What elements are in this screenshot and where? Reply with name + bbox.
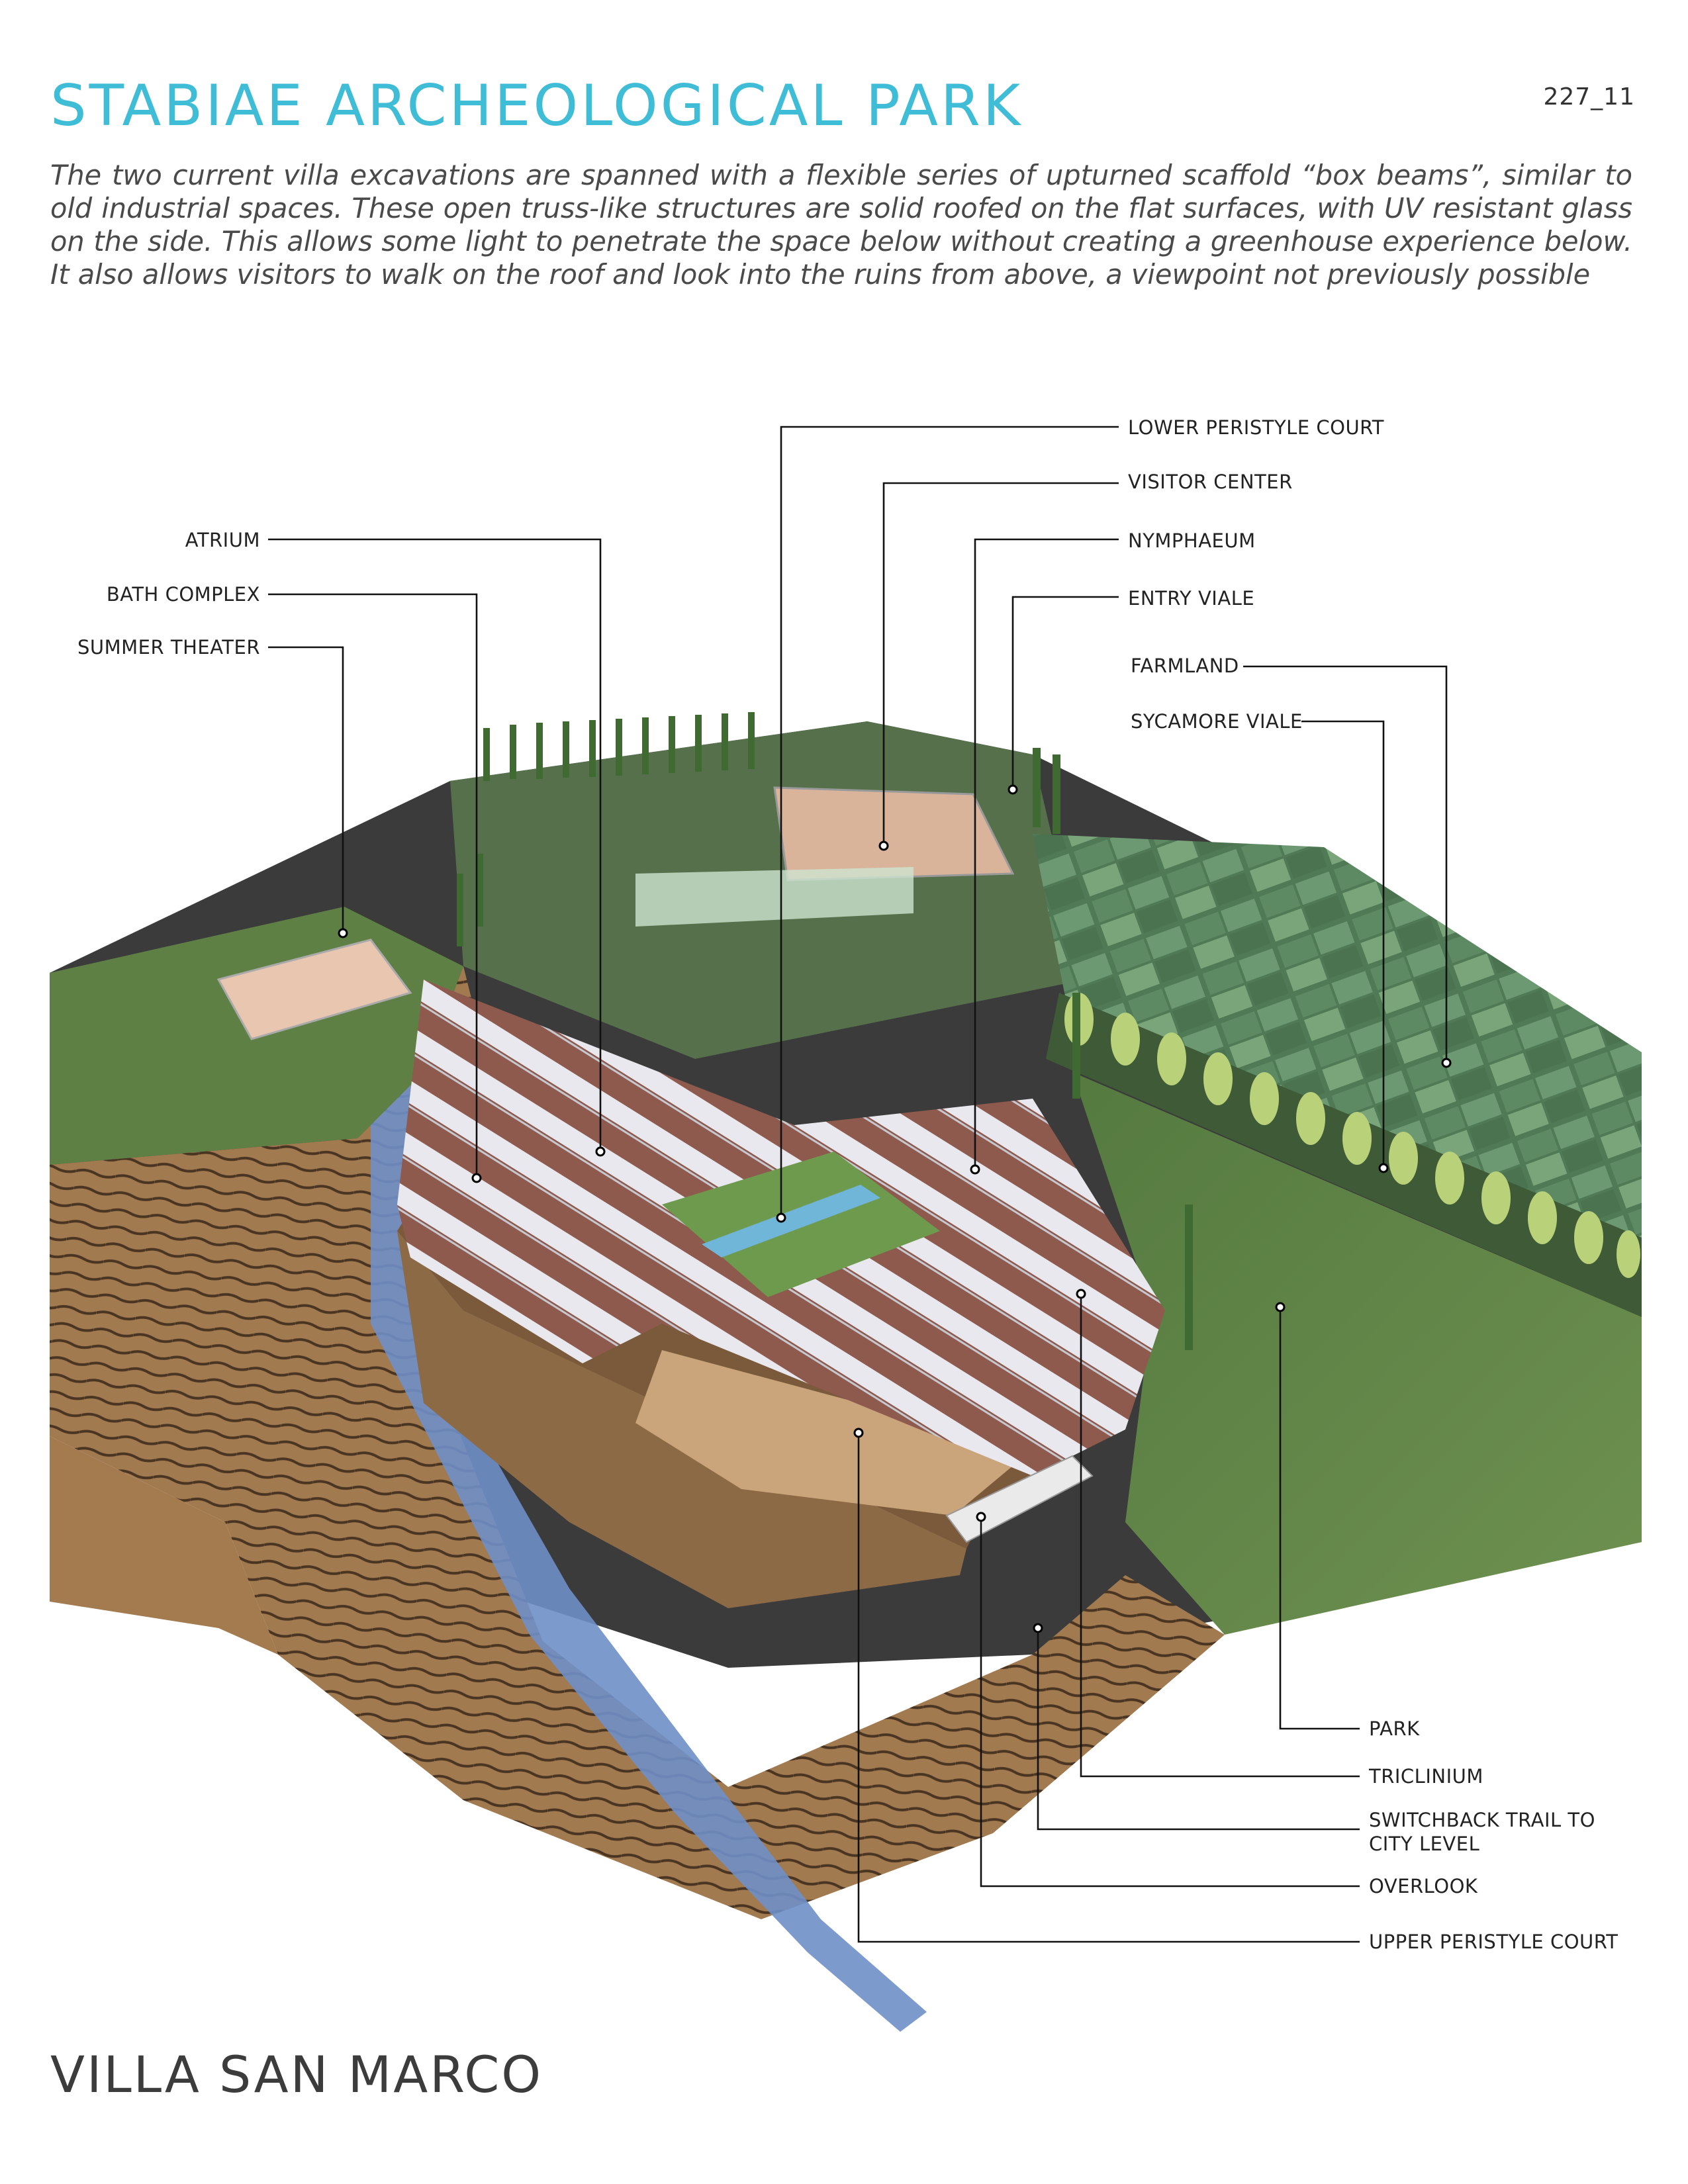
label-park: PARK <box>1369 1717 1420 1740</box>
callout-upper-peristyle-court: UPPER PERISTYLE COURT <box>853 1428 1618 1953</box>
callout-lower-peristyle-court: LOWER PERISTYLE COURT <box>776 416 1384 1223</box>
cypress-trees <box>457 712 1193 1350</box>
label-bath-complex: BATH COMPLEX <box>107 583 260 606</box>
farmland-area <box>1033 834 1642 1277</box>
label-upper-peristyle-court: UPPER PERISTYLE COURT <box>1369 1931 1618 1953</box>
callout-switchback-trail: SWITCHBACK TRAIL TO CITY LEVEL <box>1033 1623 1595 1855</box>
lower-peristyle-pool <box>702 1185 880 1257</box>
callout-triclinium: TRICLINIUM <box>1076 1289 1483 1788</box>
callout-park: PARK <box>1275 1302 1420 1740</box>
terrain-edge <box>50 1436 278 1655</box>
label-sycamore-viale: SYCAMORE VIALE <box>1131 710 1303 733</box>
callout-bath-complex: BATH COMPLEX <box>107 583 482 1183</box>
callout-overlook: OVERLOOK <box>976 1512 1478 1897</box>
upper-peristyle-terrace <box>635 1350 1033 1516</box>
callout-farmland: FARMLAND <box>1131 655 1452 1068</box>
label-lower-peristyle-court: LOWER PERISTYLE COURT <box>1128 416 1384 439</box>
villa-title: VILLA SAN MARCO <box>50 2045 543 2104</box>
label-farmland: FARMLAND <box>1131 655 1239 677</box>
label-triclinium: TRICLINIUM <box>1368 1765 1483 1788</box>
page-number: 227_11 <box>1543 83 1635 111</box>
park-field <box>1072 1072 1642 1635</box>
sycamore-trees <box>1064 993 1640 1278</box>
label-summer-theater: SUMMER THEATER <box>77 636 260 659</box>
glass-pavilion <box>635 867 914 927</box>
label-nymphaeum: NYMPHAEUM <box>1128 529 1256 552</box>
visitor-center-structure <box>773 786 1015 882</box>
label-visitor-center: VISITOR CENTER <box>1128 471 1293 493</box>
label-atrium: ATRIUM <box>185 529 260 551</box>
callout-summer-theater: SUMMER THEATER <box>77 636 348 938</box>
callout-visitor-center: VISITOR CENTER <box>878 471 1293 851</box>
label-switchback-line2: CITY LEVEL <box>1369 1833 1479 1855</box>
callout-sycamore-viale: SYCAMORE VIALE <box>1131 710 1389 1173</box>
intro-paragraph: The two current villa excavations are sp… <box>50 159 1632 291</box>
callout-entry-viale: ENTRY VIALE <box>1008 587 1254 795</box>
contour-terrain <box>50 966 1225 1919</box>
sycamore-row <box>1046 993 1642 1317</box>
label-switchback-line1: SWITCHBACK TRAIL TO <box>1369 1809 1595 1831</box>
callout-atrium: ATRIUM <box>185 529 606 1157</box>
summer-theater-structure <box>216 938 412 1040</box>
label-entry-viale: ENTRY VIALE <box>1128 587 1254 610</box>
page-title: STABIAE ARCHEOLOGICAL PARK <box>50 73 1023 139</box>
callout-nymphaeum: NYMPHAEUM <box>970 529 1256 1175</box>
label-overlook: OVERLOOK <box>1369 1875 1478 1897</box>
